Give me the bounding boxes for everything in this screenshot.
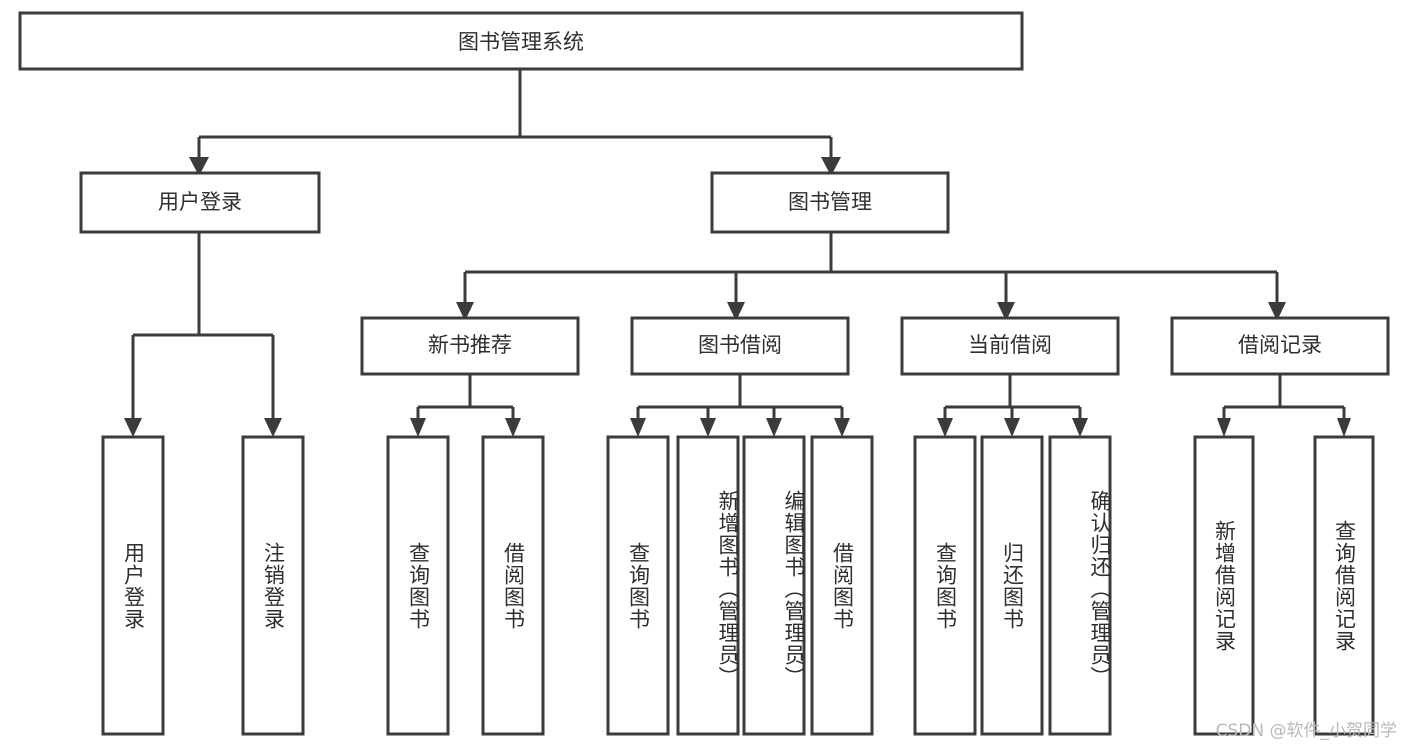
node-book-borrow-box[interactable] [630, 316, 850, 376]
node-current-borrow-label: 当前借阅 [968, 333, 1052, 357]
arrow-icon-currentborrow-leaf-2 [1004, 418, 1020, 437]
node-current-borrow-box[interactable] [900, 316, 1120, 376]
arrow-icon-newbook-leaf-2 [505, 418, 521, 437]
arrowhead-layer [124, 157, 1351, 437]
arrow-icon-newbook-leaf-1 [410, 418, 426, 437]
leaf-box-record-add[interactable] [1193, 435, 1255, 736]
arrow-icon-borrowrecord-leaf-1 [1217, 418, 1231, 437]
leaf-box-borrow-add-book[interactable] [676, 435, 740, 736]
leaf-box-newbook-query-book[interactable] [386, 435, 450, 736]
arrow-icon-currentborrow-leaf-1 [937, 418, 953, 437]
node-root-label: 图书管理系统 [458, 30, 584, 54]
leaf-box-current-confirm-return[interactable] [1048, 435, 1112, 736]
node-borrow-record[interactable]: 借阅记录 [1170, 316, 1390, 376]
arrow-icon-current-borrow [997, 302, 1015, 321]
leaf-box-borrow-edit-book[interactable] [742, 435, 806, 736]
node-book-borrow[interactable]: 图书借阅 [630, 316, 850, 376]
leaf-box-logout[interactable] [241, 435, 305, 736]
node-book-manage-box[interactable] [710, 171, 950, 234]
leaf-box-layer [101, 435, 1375, 736]
arrow-icon-leaf-user-login [124, 418, 142, 437]
node-new-book-recommend-label: 新书推荐 [428, 333, 512, 357]
leaf-box-current-return-book[interactable] [980, 435, 1044, 736]
arrow-icon-user-login [189, 157, 209, 176]
node-borrow-record-label: 借阅记录 [1238, 333, 1322, 357]
arrow-icon-borrow-record [1268, 302, 1286, 321]
node-new-book-recommend[interactable]: 新书推荐 [360, 316, 580, 376]
node-book-manage-label: 图书管理 [788, 190, 872, 214]
arrow-icon-bookborrow-leaf-3 [766, 418, 782, 437]
node-user-login-box[interactable] [79, 171, 321, 234]
arrow-icon-book-borrow [727, 302, 745, 321]
arrow-icon-currentborrow-leaf-3 [1072, 418, 1088, 437]
node-root[interactable]: 图书管理系统 [18, 11, 1024, 71]
node-book-borrow-label: 图书借阅 [698, 333, 782, 357]
leaf-box-user-login[interactable] [101, 435, 165, 736]
arrow-icon-new-book-recommend [456, 302, 474, 321]
leaf-box-current-query-book[interactable] [913, 435, 977, 736]
node-borrow-record-box[interactable] [1170, 316, 1390, 376]
node-user-login[interactable]: 用户登录 [79, 171, 321, 234]
node-current-borrow[interactable]: 当前借阅 [900, 316, 1120, 376]
node-user-login-label: 用户登录 [158, 190, 242, 214]
arrow-icon-book-manage [821, 157, 841, 176]
node-root-box[interactable] [18, 11, 1024, 71]
arrow-icon-bookborrow-leaf-1 [630, 418, 646, 437]
node-new-book-recommend-box[interactable] [360, 316, 580, 376]
leaf-box-borrow-borrow-book[interactable] [810, 435, 874, 736]
leaf-box-record-query[interactable] [1313, 435, 1375, 736]
node-book-manage[interactable]: 图书管理 [710, 171, 950, 234]
arrow-icon-leaf-logout [264, 418, 282, 437]
arrow-icon-bookborrow-leaf-4 [834, 418, 850, 437]
leaf-box-newbook-borrow-book[interactable] [481, 435, 545, 736]
leaf-box-borrow-query-book[interactable] [606, 435, 670, 736]
arrow-icon-bookborrow-leaf-2 [700, 418, 716, 437]
arrow-icon-borrowrecord-leaf-2 [1337, 418, 1351, 437]
